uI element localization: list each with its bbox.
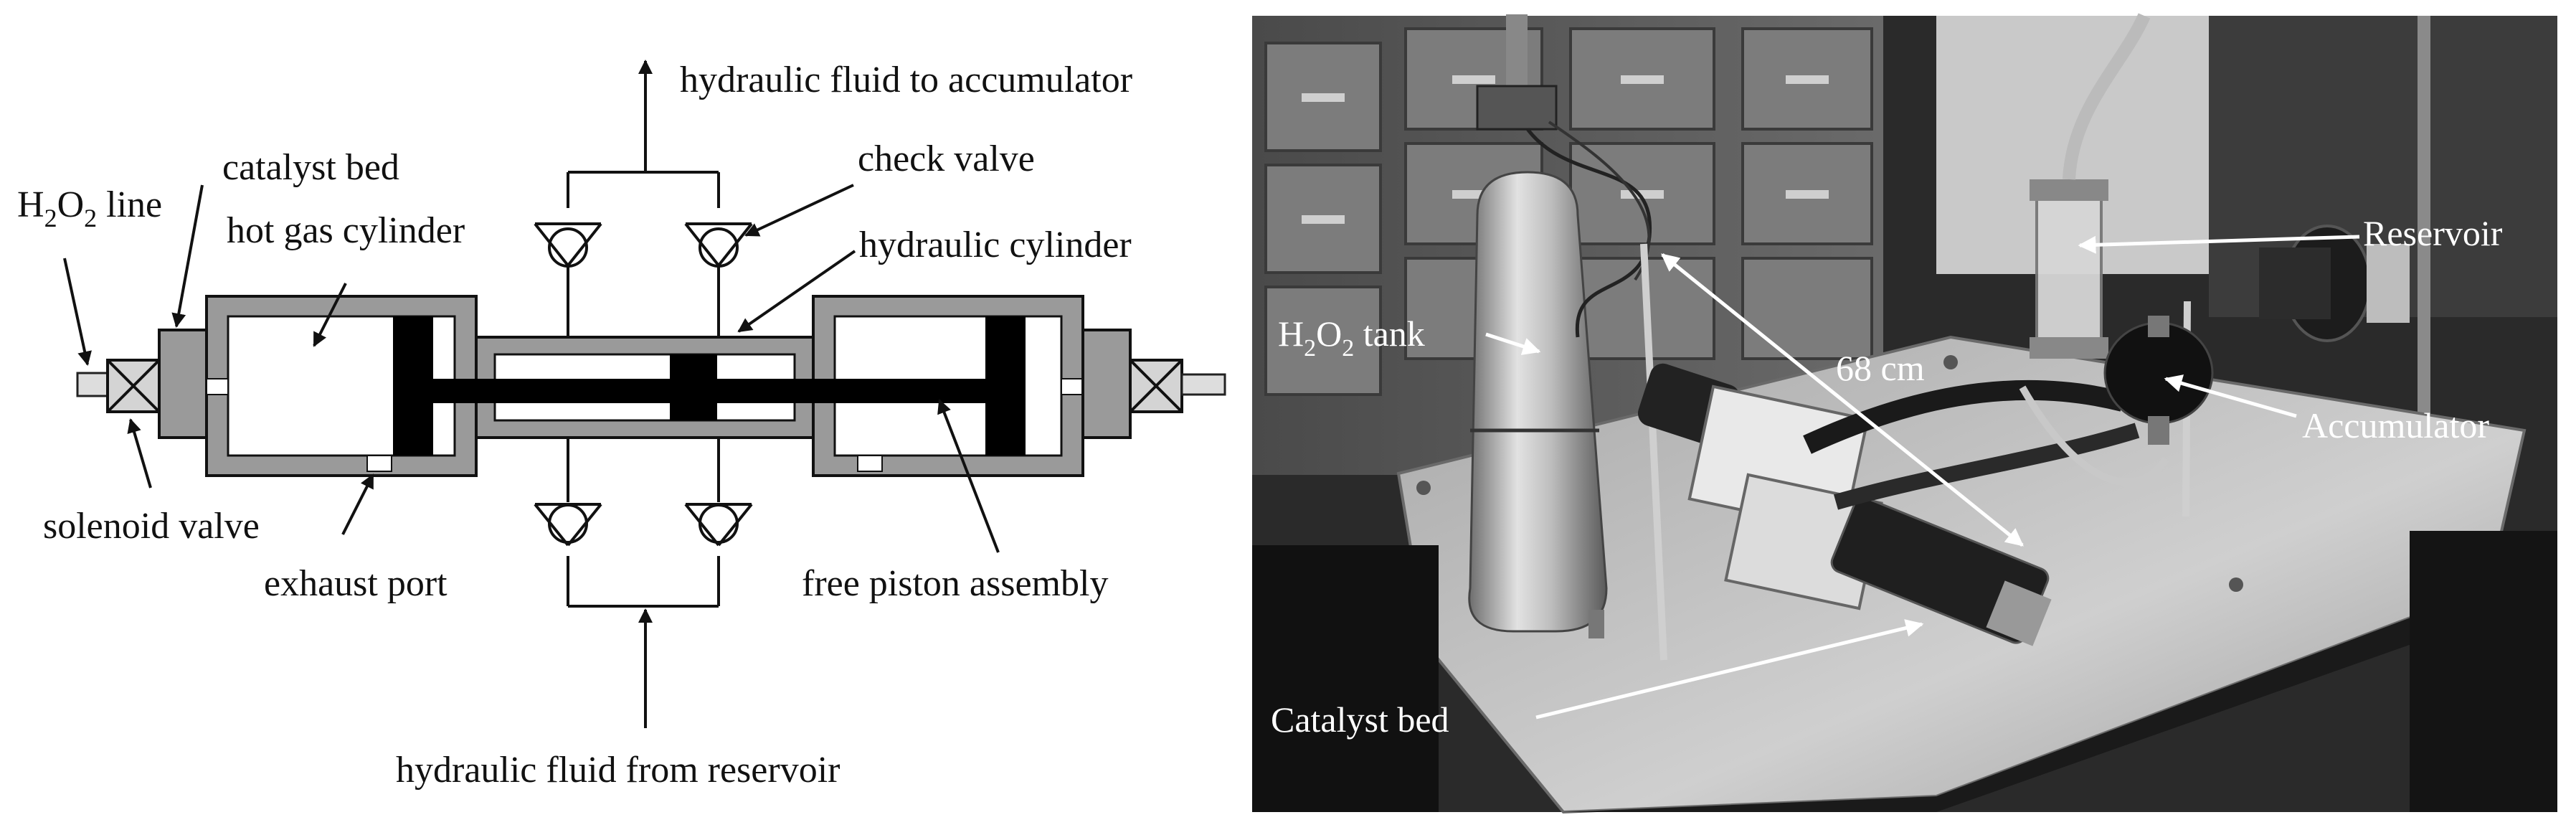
right-inlet-port [1061,378,1084,395]
label-fluid-from-reservoir: hydraulic fluid from reservoir [396,750,840,791]
h2o2-tank [1468,14,1608,638]
top-piping [567,60,720,337]
label-length-68cm: 68 cm [1836,348,1925,388]
reservoir [2030,13,2151,359]
label-solenoid-valve: solenoid valve [43,506,260,547]
exhaust-port-left [366,455,392,472]
free-piston-assembly [393,316,1026,456]
check-valve-bottom-left [534,503,602,547]
photo-annotations [1485,235,2360,720]
check-valve-top-right [684,222,753,268]
h2o2-line-stub-right [1180,373,1226,396]
callout-arrows [63,184,1000,553]
label-hot-gas-cylinder: hot gas cylinder [227,210,465,251]
check-valve-bottom-right [684,503,753,547]
label-catalyst-bed-photo: Catalyst bed [1271,699,1449,740]
motor-right [2259,225,2410,342]
solenoid-valve-left [106,359,161,413]
schematic-diagram: H2O2 line catalyst bed hot gas cylinder … [17,60,1226,791]
label-check-valve: check valve [858,138,1035,179]
h2o2-line-stub [76,372,109,397]
catalyst-bed-block-right [1081,329,1132,439]
exhaust-port-right [857,455,883,472]
label-h2o2-tank: H2O2 tank [1278,313,1425,362]
label-catalyst-bed: catalyst bed [222,147,399,188]
label-h2o2-line: H2O2 line [17,184,162,232]
label-hydraulic-cylinder: hydraulic cylinder [859,225,1132,265]
catalyst-bed-block [158,329,208,439]
apparatus-photo: H2O2 tank 68 cm Reservoir Accumulator Ca… [1252,13,2557,814]
check-valve-top-left [534,222,602,268]
accumulator [2103,316,2214,445]
label-accumulator: Accumulator [2302,405,2489,445]
label-exhaust-port: exhaust port [264,563,448,604]
label-reservoir: Reservoir [2363,213,2503,253]
left-inlet-port [206,378,229,395]
bottom-piping [567,438,720,728]
solenoid-valve-right [1129,359,1183,413]
label-fluid-to-accumulator: hydraulic fluid to accumulator [680,60,1132,100]
label-free-piston-assembly: free piston assembly [802,563,1108,604]
